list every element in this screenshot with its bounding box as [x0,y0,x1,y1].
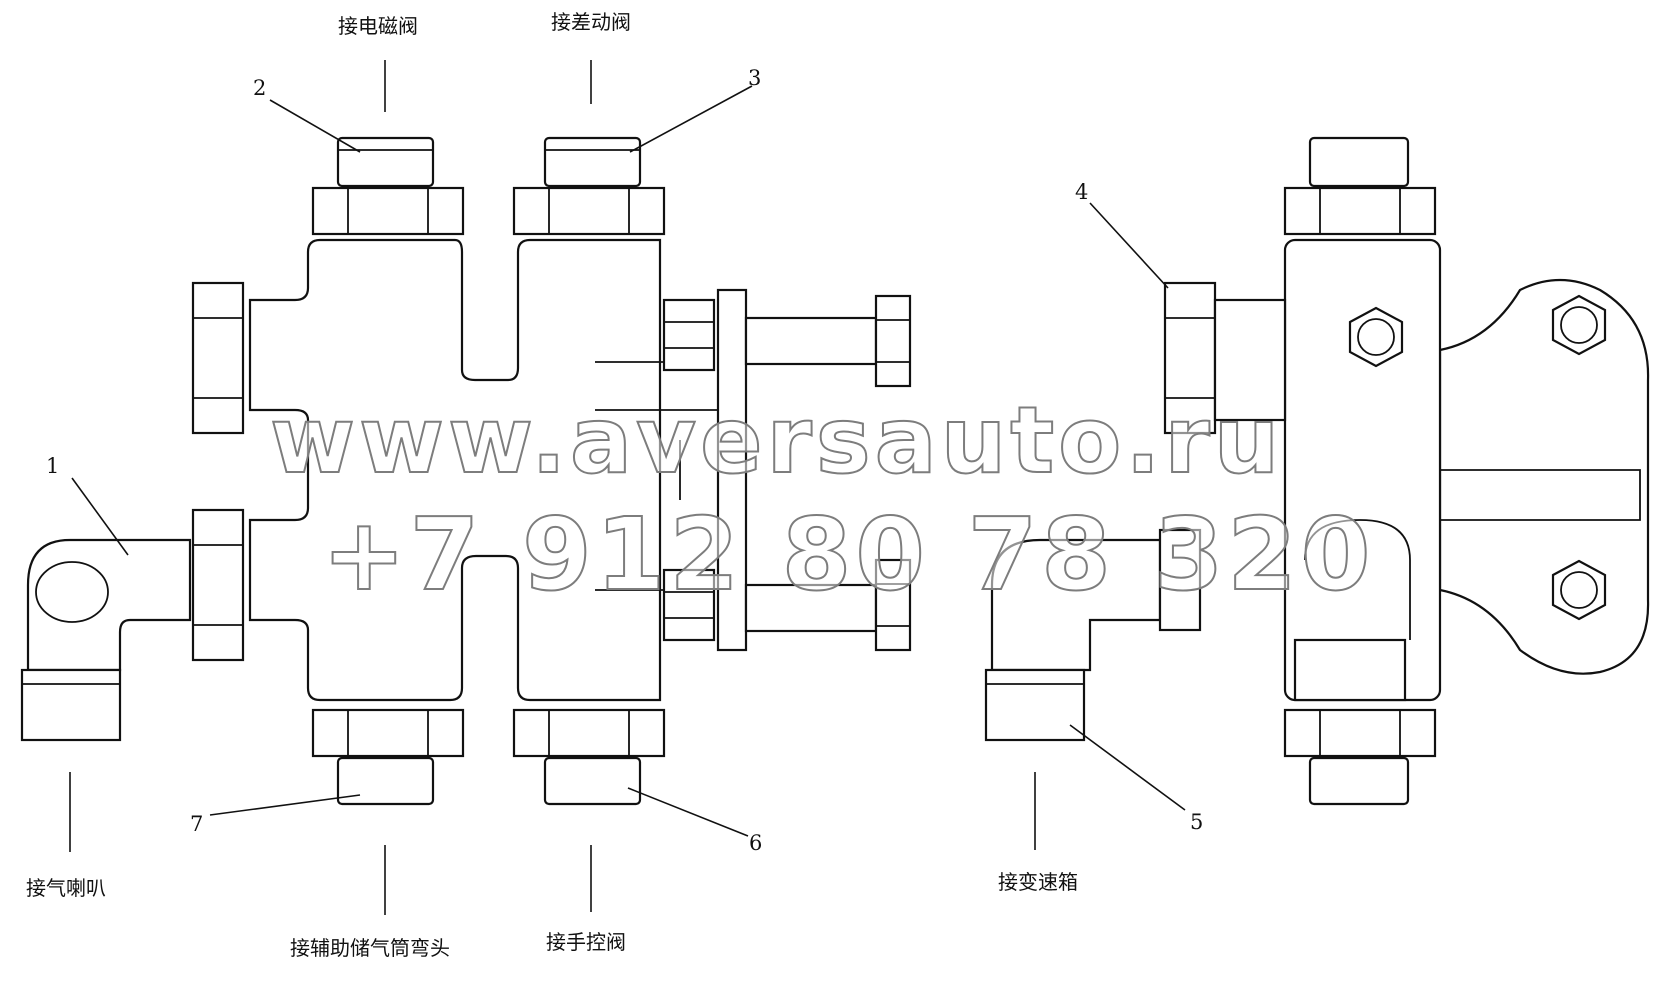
elbow-fitting-5 [990,538,1162,672]
elbow-5-threaded-end [984,668,1086,742]
bottom-left-hex-nut [311,708,465,758]
label-to-air-horn: 接气喇叭 [26,876,106,900]
upper-bolt-shank [744,316,878,366]
flange-upper-bolt-hex [1551,294,1607,356]
callout-7: 7 [190,812,204,836]
side-nut-4 [1163,281,1217,435]
lower-bolt-head [874,558,912,652]
right-valve-body [1283,238,1442,702]
upper-bolt-head [874,294,912,388]
top-left-hex-nut [311,186,465,236]
label-to-differential-valve: 接差动阀 [551,10,631,34]
bottom-middle-fitting-6 [543,756,642,806]
bottom-left-fitting-7 [336,756,435,806]
elbow-fitting-1 [26,538,192,672]
right-lower-elbow [1293,638,1407,702]
label-to-solenoid-valve: 接电磁阀 [338,14,418,38]
upper-side-nut [662,298,716,372]
right-top-cap [1308,136,1410,188]
callout-1: 1 [46,454,60,478]
left-side-upper-nut [191,281,245,435]
mounting-bracket-plate [716,288,748,652]
flange-lower-bolt-hex [1551,559,1607,621]
right-bottom-hex-nut [1283,708,1437,758]
side-stub-4 [1213,298,1287,422]
callout-2: 2 [253,76,267,100]
left-valve-body [248,238,662,702]
watermark-url: www.aversauto.ru [269,387,1284,494]
label-to-aux-tank-elbow: 接辅助储气筒弯头 [290,936,450,960]
watermark-phone: +7 912 80 78 320 [321,496,1375,613]
callout-3: 3 [748,66,762,90]
mounting-flange [1438,278,1650,675]
callout-6: 6 [749,831,763,855]
lower-side-nut [662,568,716,642]
callout-4: 4 [1075,180,1089,204]
left-view [20,136,912,806]
top-middle-fitting-3 [543,136,642,188]
elbow-1-threaded-end [20,668,122,742]
top-left-fitting-2 [336,136,435,188]
right-view [984,136,1650,806]
elbow-5-nut [1158,528,1202,632]
bottom-middle-hex-nut [512,708,666,758]
label-to-hand-valve: 接手控阀 [546,930,626,954]
callout-leaders [69,60,1186,915]
right-top-hex-nut [1283,186,1437,236]
label-to-gearbox: 接变速箱 [998,870,1078,894]
right-bottom-cap [1308,756,1410,806]
top-middle-hex-nut [512,186,666,236]
callout-5: 5 [1190,810,1204,834]
left-side-lower-nut [191,508,245,662]
body-bolt-hex [1348,306,1404,368]
